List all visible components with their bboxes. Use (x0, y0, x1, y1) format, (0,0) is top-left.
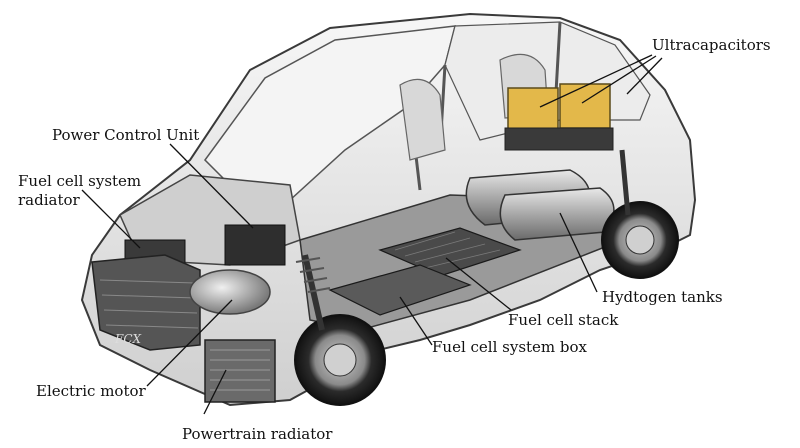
leader-power-control-unit (169, 143, 254, 229)
leader-hydrogen-tanks (559, 212, 598, 293)
hydrogen-tank-shapes (465, 169, 615, 241)
electric-motor-shape (189, 269, 271, 315)
badge-text: FCX (114, 332, 142, 346)
leader-fuel-cell-system-radiator (81, 189, 141, 249)
label-fuel-cell-system-box: Fuel cell system box (432, 338, 588, 356)
leader-lines (81, 54, 663, 415)
leader-fuel-cell-stack (445, 257, 512, 311)
label-hydrogen-tanks: Hydtogen tanks (602, 288, 723, 306)
leader-electric-motor (146, 299, 233, 387)
front-strut (302, 254, 325, 331)
rear-strut (619, 149, 631, 216)
ultracapacitor-pack (504, 83, 614, 151)
label-electric-motor: Electric motor (36, 382, 146, 400)
front-grille (91, 254, 201, 351)
power-control-unit (224, 224, 286, 266)
powertrain-radiator-shape (204, 339, 276, 403)
leader-ultracapacitors-2 (581, 55, 657, 104)
label-powertrain-radiator: Powertrain radiator (182, 425, 333, 443)
label-fuel-cell-system-radiator-line2: radiator (18, 191, 80, 209)
label-power-control-unit: Power Control Unit (52, 126, 200, 144)
leader-fuel-cell-system-box (399, 296, 433, 346)
label-fuel-cell-system-radiator-line1: Fuel cell system (18, 172, 142, 190)
leader-powertrain-radiator (203, 369, 227, 415)
label-ultracapacitors: Ultracapacitors (652, 36, 771, 54)
leader-ultracapacitors-3 (626, 57, 663, 95)
label-fuel-cell-system-radiator: Fuel cell system radiator (18, 172, 141, 210)
fuel-cell-system-box-shape (328, 264, 472, 316)
front-seat (399, 78, 446, 161)
label-fuel-cell-stack: Fuel cell stack (508, 311, 619, 329)
leader-ultracapacitors-1 (539, 54, 653, 108)
